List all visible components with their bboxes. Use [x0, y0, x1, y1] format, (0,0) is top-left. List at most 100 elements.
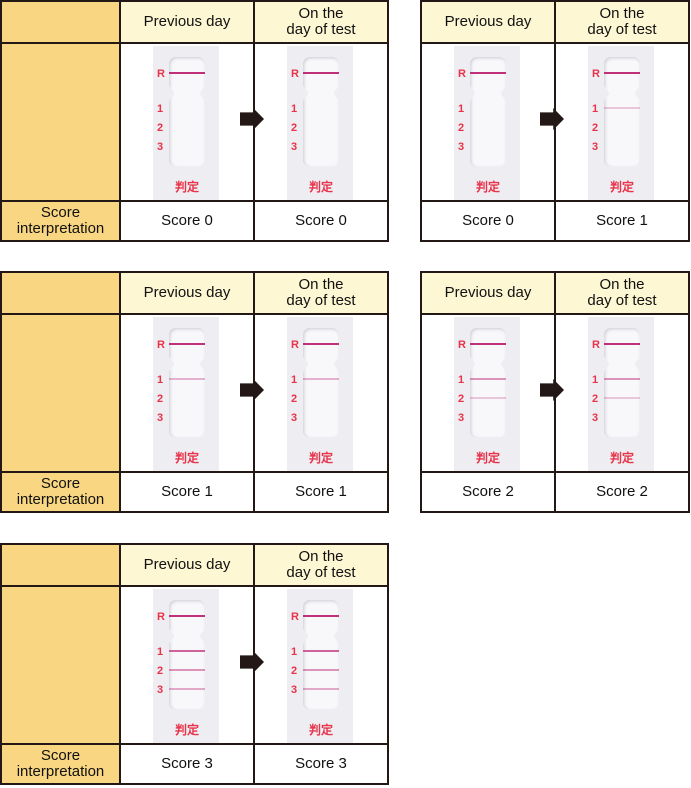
arrow-right-icon	[540, 379, 564, 401]
strip-window	[303, 57, 339, 167]
strip-window	[470, 328, 506, 438]
header-previous-day: Previous day	[422, 273, 554, 313]
header-previous-day: Previous day	[121, 273, 253, 313]
header-on-the-day: On the day of test	[255, 545, 387, 585]
strip-label-r: R	[157, 339, 165, 351]
strip-hantei-label: 判定	[309, 180, 334, 194]
strip-hantei-label: 判定	[175, 180, 200, 194]
strip-hantei-label: 判定	[175, 451, 200, 465]
strip-label-three: 3	[458, 412, 465, 424]
header-on-the-day: On the day of test	[255, 2, 387, 42]
on-day-score: Score 0	[255, 202, 387, 240]
reference-line	[169, 615, 205, 617]
header-on-the-day: On the day of test	[556, 2, 688, 42]
strip-label-r: R	[291, 68, 299, 80]
strip-label-one: 1	[291, 103, 298, 115]
strip-label-three: 3	[291, 412, 298, 424]
test-strip: R 1 2 3 判定	[287, 46, 353, 200]
arrow-right-icon	[240, 651, 264, 673]
test-line-1	[604, 378, 640, 380]
arrow-right-icon	[240, 379, 264, 401]
on-day-score: Score 1	[556, 202, 688, 240]
previous-day-score: Score 0	[422, 202, 554, 240]
score-interpretation-label: Score interpretation	[2, 473, 119, 511]
test-line-1	[303, 378, 339, 380]
strip-label-r: R	[291, 611, 299, 623]
reference-line	[470, 343, 506, 345]
strip-label-r: R	[458, 339, 466, 351]
strip-window	[169, 57, 205, 167]
strip-label-three: 3	[291, 684, 298, 696]
strip-label-two: 2	[458, 393, 465, 405]
label-header-blank	[2, 545, 119, 585]
strip-label-one: 1	[157, 103, 164, 115]
score-interpretation-label: Score interpretation	[2, 202, 119, 240]
strip-label-r: R	[157, 68, 165, 80]
strip-label-three: 3	[157, 141, 164, 153]
strip-label-r: R	[458, 68, 466, 80]
strip-label-one: 1	[157, 374, 164, 386]
strip-label-two: 2	[458, 122, 465, 134]
strip-label-three: 3	[157, 412, 164, 424]
strip-label-r: R	[592, 339, 600, 351]
header-previous-day: Previous day	[121, 545, 253, 585]
strip-label-two: 2	[157, 665, 164, 677]
strip-hantei-label: 判定	[476, 180, 501, 194]
reference-line	[303, 615, 339, 617]
strip-label-one: 1	[458, 103, 465, 115]
reference-line	[303, 343, 339, 345]
arrow-right-icon	[540, 108, 564, 130]
test-line-1	[169, 650, 205, 652]
test-line-1	[470, 378, 506, 380]
on-day-score: Score 1	[255, 473, 387, 511]
strip-hantei-label: 判定	[610, 180, 635, 194]
score-interpretation-label: Score interpretation	[2, 745, 119, 783]
label-header-blank	[2, 273, 119, 313]
test-line-3	[303, 688, 339, 690]
label-header-blank	[2, 2, 119, 42]
header-on-the-day: On the day of test	[255, 273, 387, 313]
previous-day-score: Score 1	[121, 473, 253, 511]
arrow-right-icon	[240, 108, 264, 130]
strip-hantei-label: 判定	[309, 723, 334, 737]
strip-window	[169, 600, 205, 710]
header-previous-day: Previous day	[121, 2, 253, 42]
previous-day-score: Score 2	[422, 473, 554, 511]
label-image-blank	[2, 315, 119, 471]
test-line-1	[169, 378, 205, 380]
strip-label-three: 3	[157, 684, 164, 696]
strip-label-two: 2	[291, 122, 298, 134]
reference-line	[604, 72, 640, 74]
strip-hantei-label: 判定	[175, 723, 200, 737]
strip-label-two: 2	[592, 393, 599, 405]
test-line-3	[169, 688, 205, 690]
reference-line	[169, 72, 205, 74]
strip-window	[303, 328, 339, 438]
strip-window	[604, 328, 640, 438]
strip-label-r: R	[592, 68, 600, 80]
test-line-1	[604, 107, 640, 109]
strip-label-r: R	[157, 611, 165, 623]
strip-hantei-label: 判定	[610, 451, 635, 465]
test-line-2	[303, 669, 339, 671]
test-line-2	[470, 397, 506, 399]
strip-label-three: 3	[291, 141, 298, 153]
reference-line	[169, 343, 205, 345]
on-day-strip-cell: R 1 2 3 判定	[255, 44, 387, 200]
test-line-2	[169, 669, 205, 671]
